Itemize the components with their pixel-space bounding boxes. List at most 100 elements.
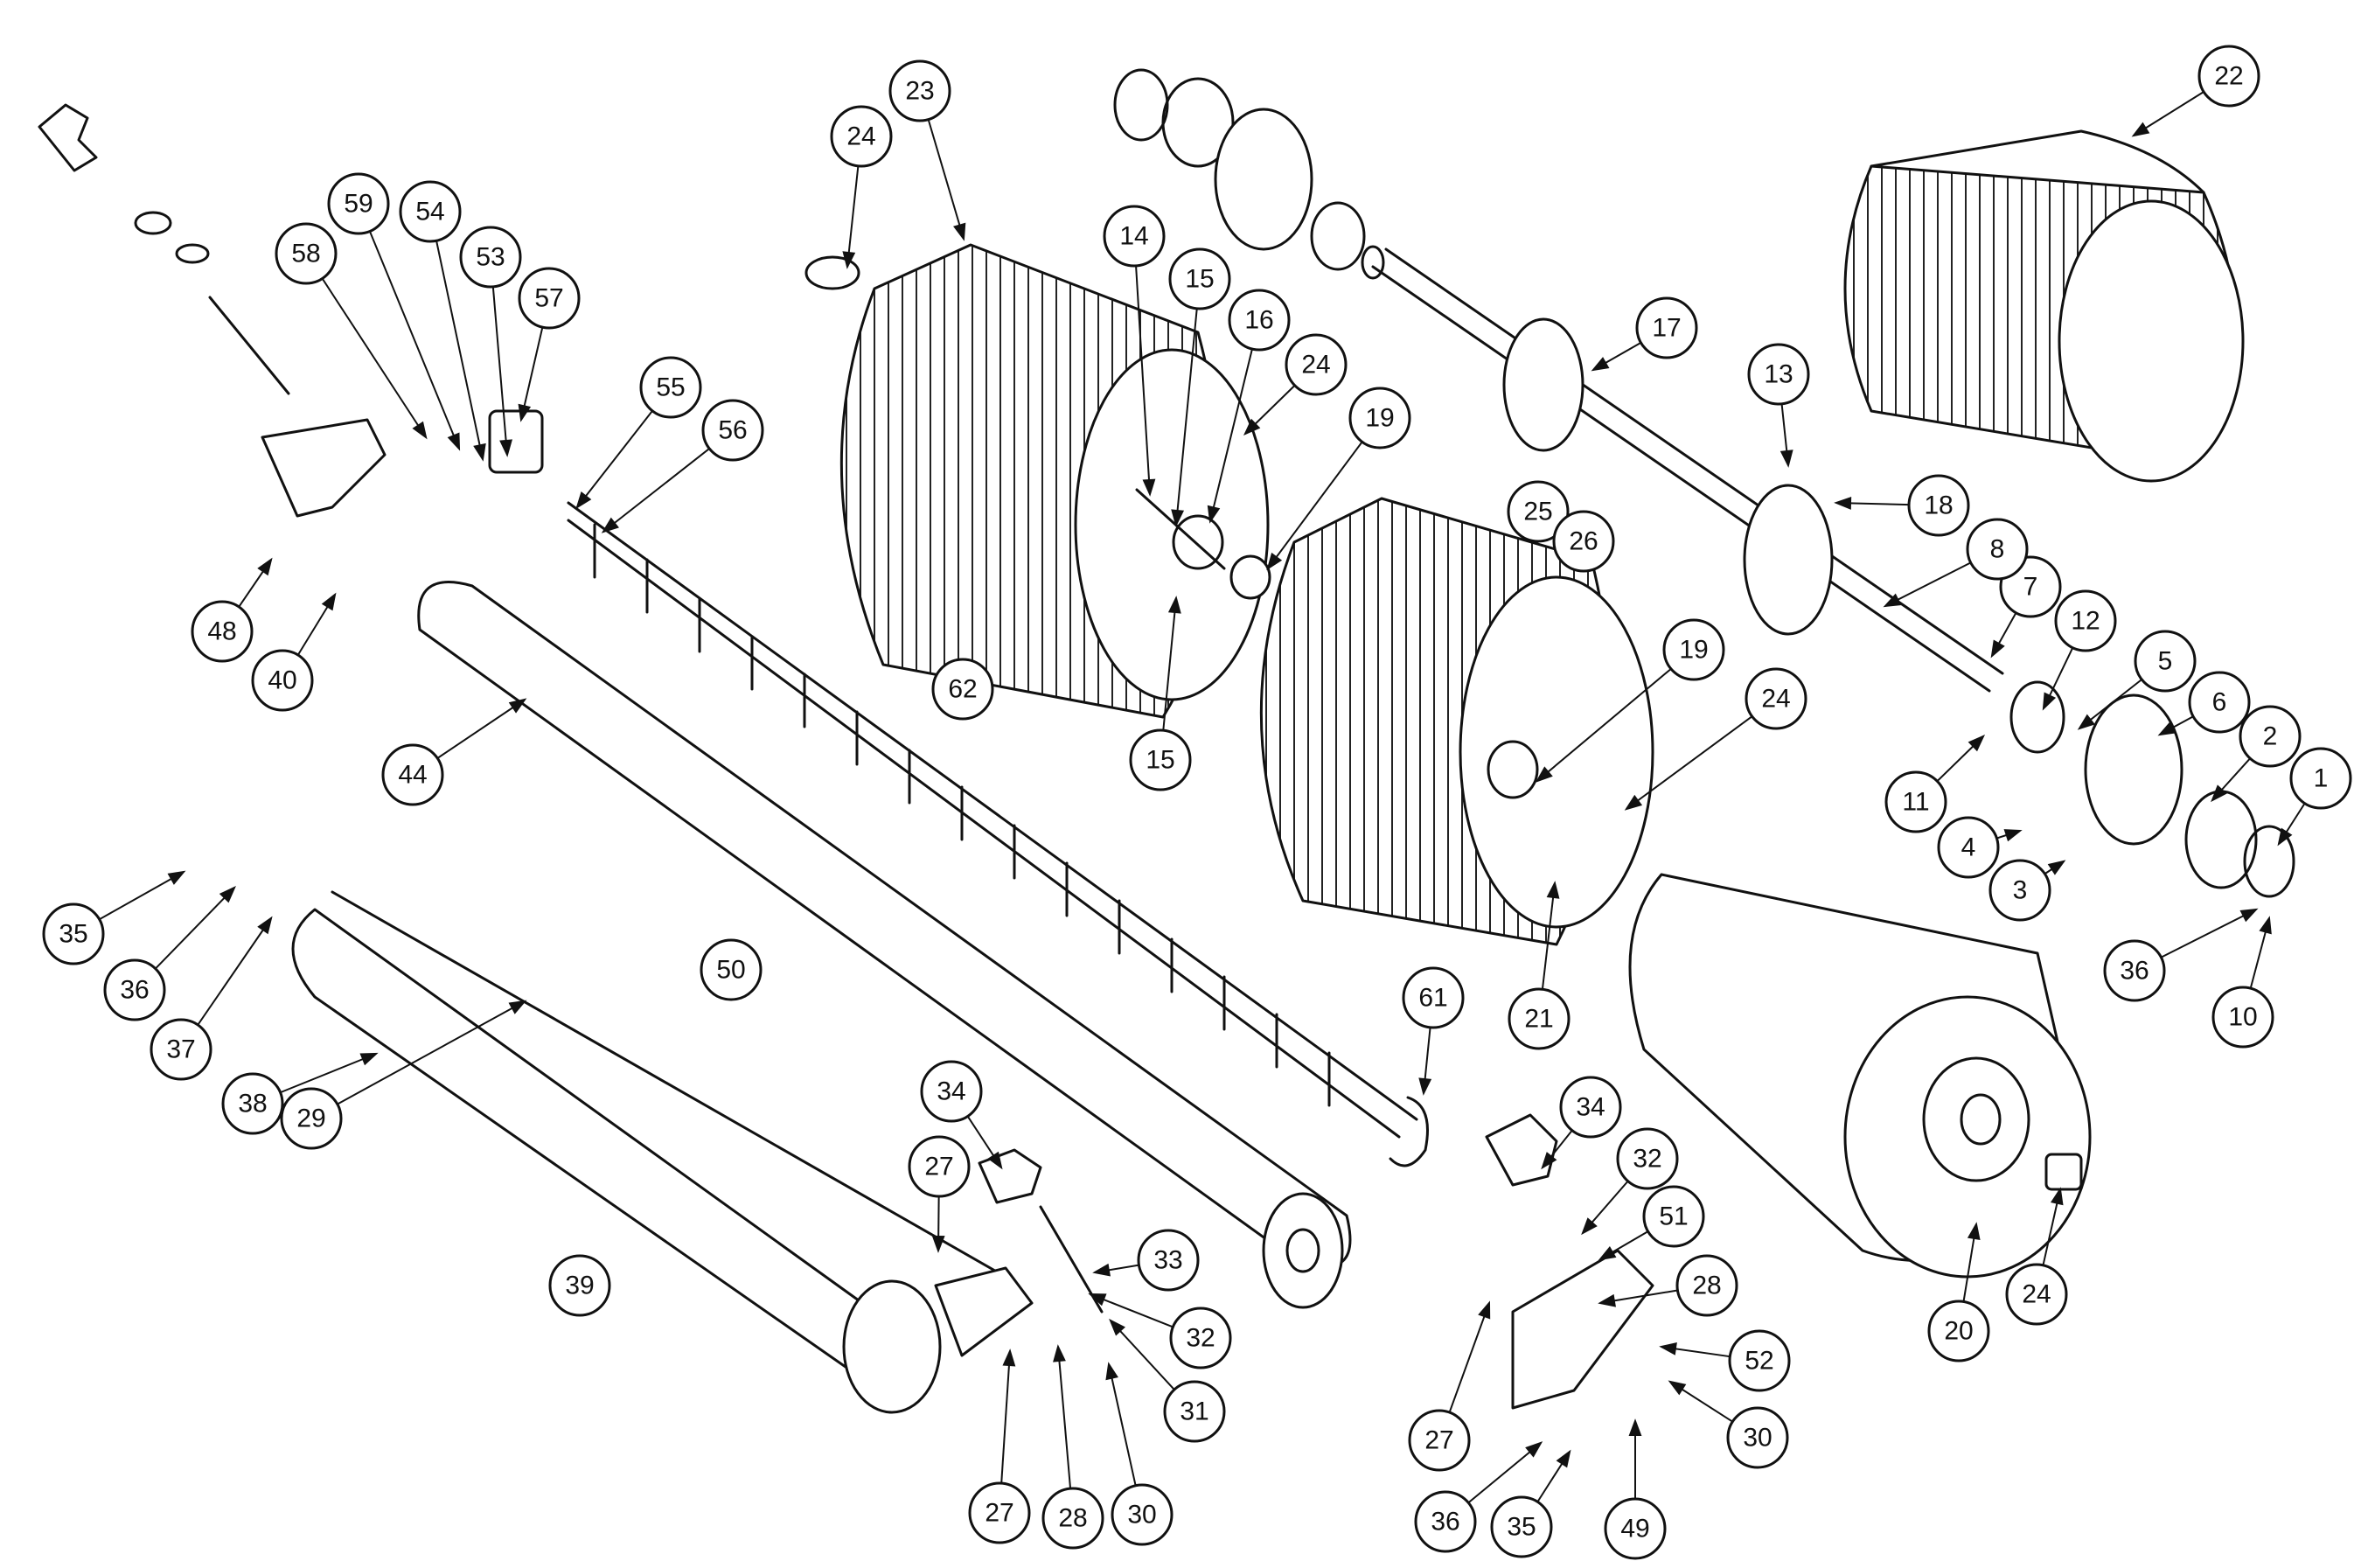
callout-arrowhead-12 — [2042, 692, 2057, 711]
callout-arrowhead-15 — [1171, 509, 1185, 527]
callout-label: 5 — [2158, 647, 2173, 676]
callout-circle — [1745, 667, 1807, 730]
callout-arrowhead-58 — [412, 421, 428, 440]
callout-arrowhead-30 — [1668, 1380, 1687, 1396]
callout-label: 52 — [1745, 1347, 1773, 1376]
callout-20: 20 — [1927, 1300, 1990, 1362]
callout-label: 37 — [166, 1035, 195, 1064]
callout-circle — [1552, 510, 1615, 573]
callout-circle — [1747, 343, 1810, 406]
callout-arrowhead-34 — [1541, 1152, 1557, 1170]
callout-label: 39 — [565, 1272, 594, 1300]
callout-leader-36 — [2160, 909, 2257, 958]
callout-arrowhead-54 — [473, 443, 486, 462]
callout-40: 40 — [251, 649, 314, 712]
callout-arrowhead-31 — [1109, 1318, 1125, 1336]
callout-label: 36 — [2120, 957, 2149, 986]
callout-label: 49 — [1620, 1515, 1649, 1544]
callout-36: 36 — [103, 958, 166, 1021]
callout-18: 18 — [1907, 474, 1970, 537]
callout-arrowhead-8 — [1883, 593, 1902, 608]
callout-circle — [2197, 45, 2260, 108]
callout-label: 50 — [716, 956, 745, 985]
callout-label: 18 — [1924, 491, 1953, 520]
callout-circle — [2188, 671, 2251, 734]
callout-39: 39 — [548, 1254, 611, 1317]
callout-label: 34 — [937, 1077, 965, 1106]
smooth-roller-20 — [1630, 875, 2090, 1277]
callout-10: 10 — [2211, 986, 2274, 1049]
callout-arrowhead-19 — [1535, 766, 1553, 783]
callout-arrowhead-7 — [1990, 639, 2005, 659]
callout-circle — [1884, 770, 1947, 833]
callout-leader-56 — [602, 448, 710, 533]
callout-arrowhead-10 — [2259, 916, 2272, 935]
callout-leader-57 — [520, 326, 544, 421]
fluted-drum-23 — [841, 245, 1268, 717]
callout-arrowhead-27 — [1478, 1300, 1491, 1320]
callout-circle — [1402, 966, 1465, 1029]
callout-arrowhead-14 — [1142, 478, 1156, 497]
callout-50: 50 — [700, 938, 763, 1001]
callout-leader-31 — [1110, 1320, 1175, 1390]
callout-circle — [1559, 1076, 1622, 1139]
callout-arrowhead-15 — [1167, 596, 1181, 614]
callout-leader-54 — [435, 240, 484, 460]
callout-arrowhead-5 — [2077, 714, 2095, 730]
callout-circle — [327, 172, 390, 235]
callout-circle — [920, 1060, 983, 1123]
callout-8: 8 — [1966, 518, 2029, 581]
callout-arrowhead-22 — [2131, 122, 2150, 137]
callout-circle — [1927, 1300, 1990, 1362]
callout-36: 36 — [2103, 939, 2166, 1002]
callout-arrowhead-11 — [1968, 735, 1986, 752]
callout-28: 28 — [1675, 1254, 1738, 1317]
callout-circle — [1635, 296, 1698, 359]
callout-arrowhead-27 — [931, 1235, 945, 1253]
callout-label: 24 — [1301, 351, 1330, 380]
callout-label: 2 — [2263, 722, 2278, 751]
callout-arrowhead-52 — [1659, 1342, 1677, 1355]
callout-leader-35 — [99, 871, 185, 921]
callout-label: 1 — [2314, 764, 2329, 793]
callout-circle — [548, 1254, 611, 1317]
callout-arrowhead-16 — [1207, 505, 1221, 524]
callout-label: 36 — [1431, 1508, 1459, 1537]
callout-leader-24 — [1626, 715, 1753, 810]
callout-circle — [1675, 1254, 1738, 1317]
callout-circle — [381, 743, 444, 806]
callout-circle — [1168, 247, 1231, 310]
callout-label: 51 — [1659, 1202, 1688, 1231]
callout-arrowhead-29 — [508, 1000, 527, 1014]
callout-arrowhead-33 — [1092, 1263, 1111, 1277]
callout-circle — [1507, 480, 1570, 543]
callout-leader-36 — [1467, 1442, 1542, 1504]
callout-label: 27 — [1424, 1426, 1453, 1455]
callout-circle — [1103, 205, 1166, 268]
callout-circle — [639, 356, 702, 419]
callout-circle — [280, 1087, 343, 1150]
callout-leader-19 — [1536, 668, 1672, 782]
callout-circle — [1041, 1487, 1104, 1550]
callout-arrowhead-44 — [508, 698, 527, 714]
callout-label: 35 — [59, 920, 87, 949]
callout-label: 31 — [1180, 1397, 1208, 1426]
callout-label: 23 — [905, 77, 934, 106]
callout-32: 32 — [1616, 1127, 1679, 1190]
callout-leader-8 — [1884, 561, 1972, 607]
callout-leader-53 — [491, 286, 508, 456]
callout-30: 30 — [1111, 1483, 1174, 1546]
callout-circle — [1285, 333, 1348, 396]
callout-circle — [701, 399, 764, 462]
callout-arrowhead-6 — [2157, 721, 2176, 736]
callout-arrowhead-30 — [1105, 1362, 1118, 1381]
callout-label: 28 — [1058, 1504, 1087, 1533]
callout-4: 4 — [1937, 816, 2000, 879]
callout-circle — [221, 1072, 284, 1135]
callout-label: 32 — [1633, 1145, 1661, 1174]
callout-label: 29 — [296, 1105, 325, 1133]
callout-17: 17 — [1635, 296, 1698, 359]
callout-leader-55 — [576, 410, 653, 508]
end-bearing-assembly — [2011, 682, 2294, 896]
callout-leader-19 — [1267, 441, 1363, 569]
